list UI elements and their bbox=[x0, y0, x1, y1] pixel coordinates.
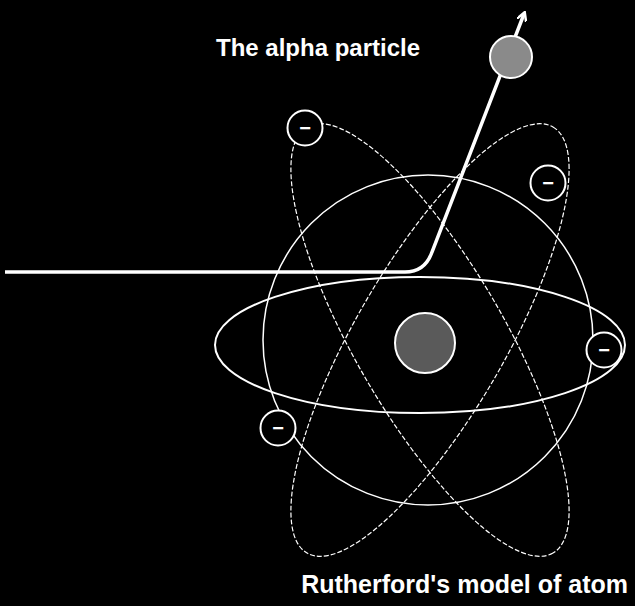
electron-charge: − bbox=[286, 109, 324, 147]
particle-label: The alpha particle bbox=[214, 34, 422, 62]
electron-charge: − bbox=[259, 409, 297, 447]
orbit-circle bbox=[263, 175, 593, 505]
electron-circle: − bbox=[259, 409, 297, 447]
electron-charge: − bbox=[529, 164, 567, 202]
orbit-ellipse bbox=[215, 277, 625, 413]
orbit-ellipse bbox=[242, 89, 618, 590]
electron-circle: − bbox=[585, 331, 623, 369]
alpha-particle bbox=[490, 36, 532, 78]
alpha-path bbox=[5, 14, 524, 272]
electron-circle: − bbox=[286, 109, 324, 147]
orbit-ellipse bbox=[242, 89, 618, 590]
nucleus bbox=[395, 313, 455, 373]
electron-circle: − bbox=[529, 164, 567, 202]
electron-charge: − bbox=[585, 331, 623, 369]
diagram-caption: Rutherford's model of atom bbox=[299, 570, 630, 599]
